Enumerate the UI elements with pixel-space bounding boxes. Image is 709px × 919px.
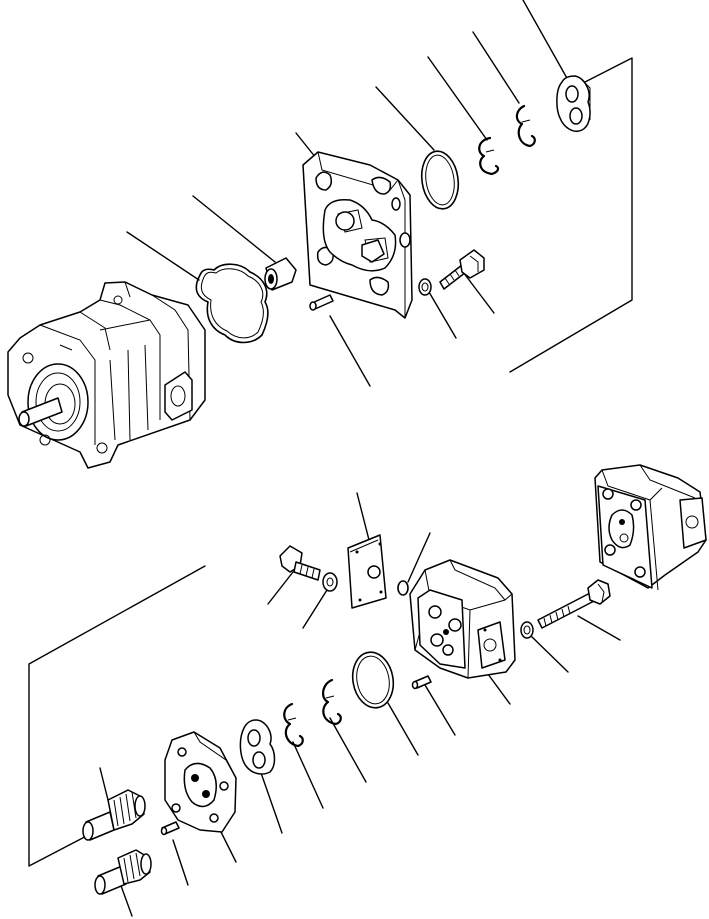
leader-line-2 — [473, 32, 519, 103]
dowel-pin-lower-left — [162, 822, 180, 835]
upper-group-bracket — [510, 58, 632, 372]
small-o-ring — [398, 581, 408, 595]
cap-screw-lower-left — [280, 546, 320, 580]
leader-lines — [100, 0, 620, 916]
through-bolt — [538, 580, 610, 628]
leader-line-17 — [485, 670, 510, 704]
cap-screw-upper — [440, 250, 484, 289]
leader-line-4 — [376, 87, 434, 150]
leader-line-6 — [193, 196, 275, 262]
washer-upper — [419, 279, 431, 295]
leader-line-20 — [330, 718, 366, 782]
leader-line-7 — [127, 232, 199, 280]
side-port — [165, 372, 192, 420]
leader-line-24 — [173, 840, 188, 885]
gear-housing-body — [410, 560, 515, 678]
leader-line-18 — [425, 685, 455, 735]
washer-lower-right — [521, 622, 533, 638]
leader-line-13 — [268, 572, 293, 604]
lower-group-bracket — [29, 566, 205, 866]
o-ring-lower — [348, 649, 397, 711]
bushing-carrier — [165, 732, 236, 832]
fitting-sleeve — [265, 258, 296, 290]
leader-line-11 — [357, 493, 369, 540]
main-pump-body — [8, 282, 205, 468]
backup-ring-lower-2 — [284, 704, 303, 746]
o-ring-upper — [418, 149, 462, 211]
flange-gasket — [196, 264, 268, 342]
leader-line-1 — [523, 0, 568, 80]
leader-line-16 — [530, 635, 568, 672]
center-section-plate — [303, 152, 412, 318]
leader-line-9 — [429, 292, 456, 338]
leader-line-12 — [408, 533, 430, 582]
leader-line-10 — [330, 316, 370, 386]
port-flange-plate — [348, 535, 386, 608]
dowel-pin-lower-right — [413, 676, 432, 689]
washer-lower-left — [323, 573, 337, 591]
rear-cover-housing — [595, 465, 706, 590]
leader-line-3 — [428, 57, 487, 140]
leader-line-14 — [303, 590, 327, 628]
backup-ring-upper-1 — [479, 138, 498, 174]
dowel-pin-upper — [310, 295, 333, 310]
group-bracket-lines — [29, 58, 632, 866]
wear-plate-upper — [557, 76, 590, 131]
drive-gear-shaft — [83, 790, 145, 840]
leader-line-19 — [388, 703, 418, 755]
leader-line-21 — [293, 742, 323, 808]
wear-plate-lower — [240, 720, 274, 774]
driven-gear-shaft — [95, 850, 151, 894]
leader-line-25 — [100, 768, 108, 800]
backup-ring-upper-2 — [517, 106, 535, 146]
backup-ring-lower-1 — [323, 680, 341, 724]
leader-line-22 — [260, 770, 282, 833]
leader-line-26 — [120, 883, 132, 916]
leader-line-15 — [578, 616, 620, 640]
